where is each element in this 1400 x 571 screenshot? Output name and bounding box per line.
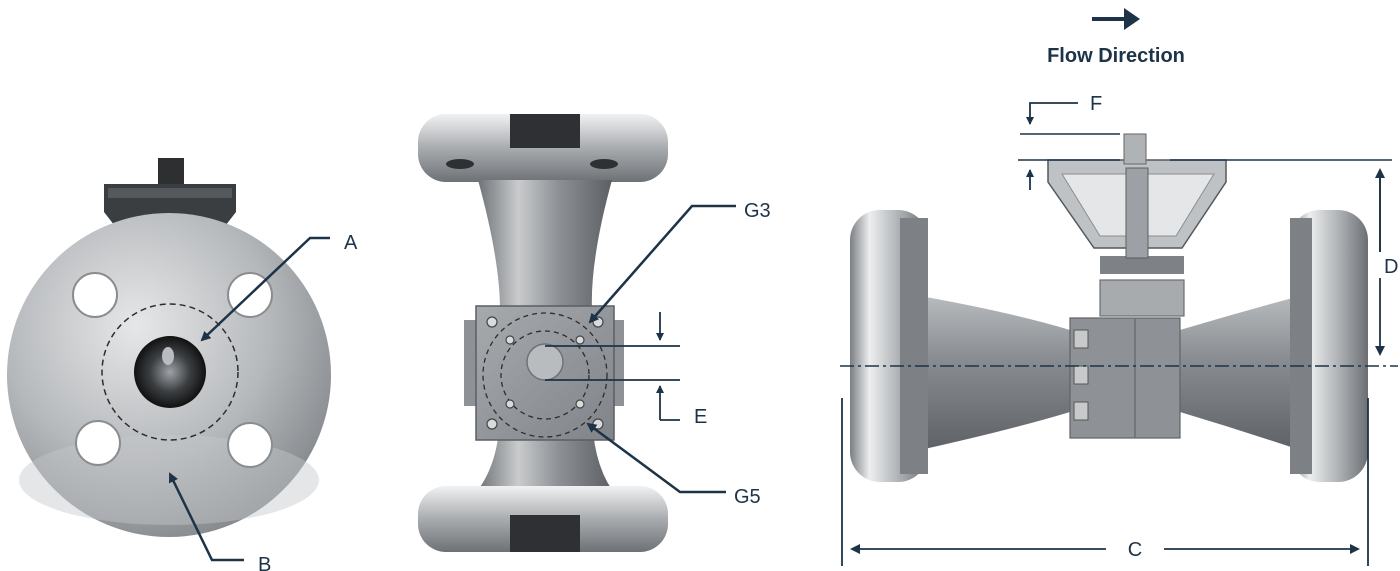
callout-b: B [168,472,271,571]
bolt-circle-dashed [101,303,239,441]
side-view [850,133,1368,482]
callout-g3: G3 [588,200,771,324]
label-a: A [344,232,358,254]
callout-a: A [200,232,358,342]
callout-g5: G5 [586,422,761,508]
dimension-d: D [1170,159,1398,356]
label-c: C [1128,539,1142,561]
dimension-e [545,312,680,421]
side-inlet-cone [920,296,1070,450]
inlet-cone [478,180,612,310]
label-d: D [1384,256,1398,278]
front-view [7,158,331,537]
label-g5: G5 [734,486,761,508]
label-e: E [694,406,707,428]
label-f: F [1090,93,1102,115]
label-b: B [258,554,271,571]
flow-direction: Flow Direction [1047,8,1185,67]
flow-direction-label: Flow Direction [1047,45,1185,67]
bore [134,336,206,408]
dimension-f: F [1018,93,1120,190]
label-g3: G3 [744,200,771,222]
side-stem [1123,133,1147,165]
top-view [418,114,668,552]
stem-stub [158,158,184,186]
bolt-holes [72,272,273,468]
side-outlet-cone [1180,296,1300,450]
dimension-c: C [841,398,1369,566]
